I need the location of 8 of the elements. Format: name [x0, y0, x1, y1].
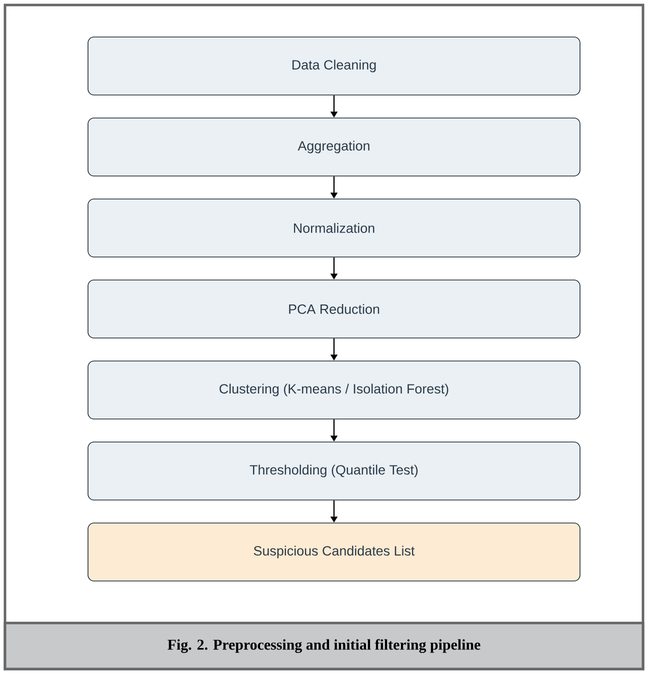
process-box: Data Cleaning — [88, 36, 580, 96]
process-box: Clustering (K-means / Isolation Forest) — [88, 360, 580, 420]
process-box: Suspicious Candidates List — [88, 522, 580, 582]
process-box: PCA Reduction — [88, 280, 580, 338]
process-box: Aggregation — [88, 118, 580, 176]
process-box: Thresholding (Quantile Test) — [88, 442, 580, 500]
process-box: Normalization — [88, 198, 580, 258]
caption: Fig. 2. Preprocessing and initial filtering pipeline — [4, 622, 644, 670]
